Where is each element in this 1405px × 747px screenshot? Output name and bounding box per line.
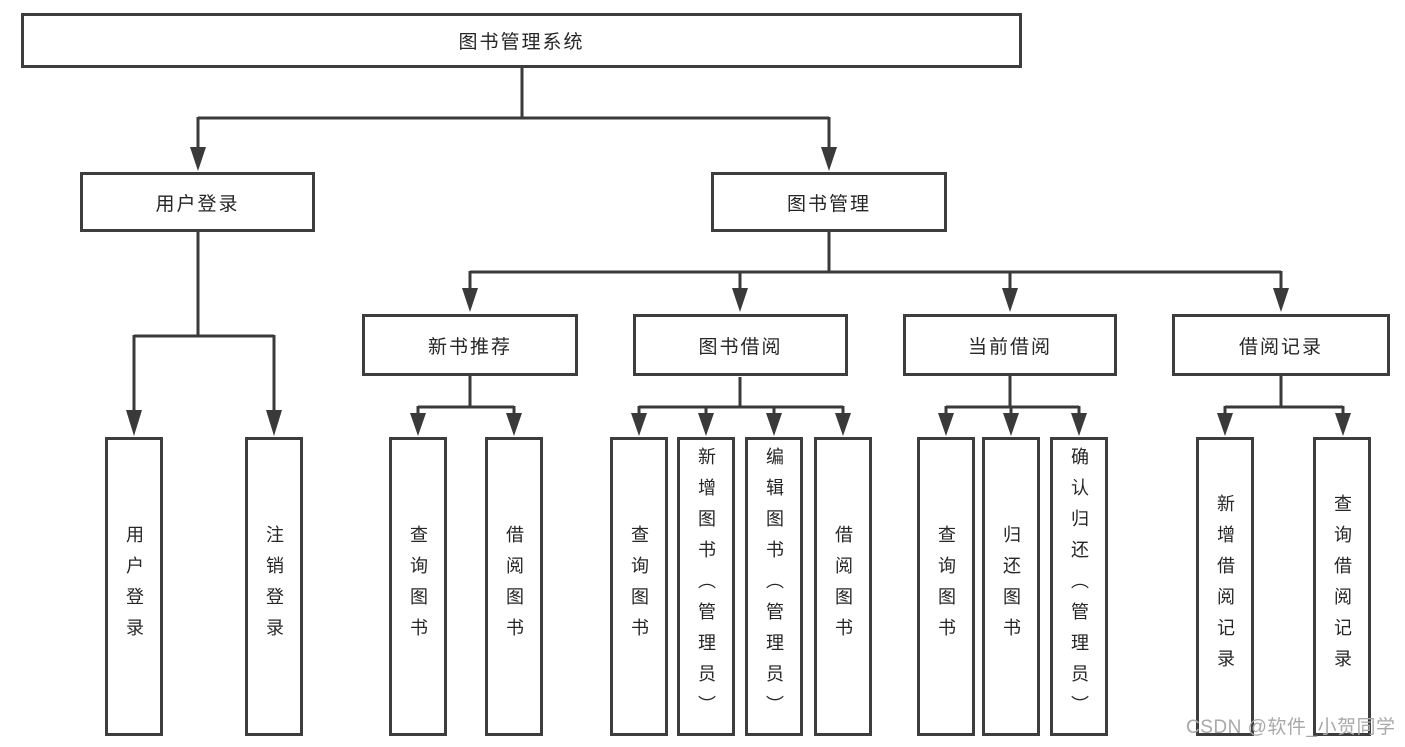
leaf-add-book-admin-label: 新增图书（管理员） <box>696 447 716 726</box>
node-current-borrow: 当前借阅 <box>903 314 1117 376</box>
node-current-borrow-label: 当前借阅 <box>967 336 1052 358</box>
node-root-label: 图书管理系统 <box>458 32 585 53</box>
connector-root-to-level2 <box>190 68 837 171</box>
connector-user-login-branch <box>126 232 282 436</box>
leaf-edit-book-admin: 编辑图书（管理员） <box>745 437 803 736</box>
node-user-login: 用户登录 <box>80 172 315 232</box>
leaf-borrow-books-recommend-label: 借阅图书 <box>504 524 524 649</box>
node-new-book-recommend: 新书推荐 <box>362 314 578 376</box>
node-user-login-label: 用户登录 <box>155 193 240 215</box>
watermark: CSDN @软件_小贺同学 <box>1186 717 1396 738</box>
leaf-query-borrow-record: 查询借阅记录 <box>1313 437 1371 736</box>
node-new-book-recommend-label: 新书推荐 <box>427 336 512 358</box>
leaf-query-books-recommend: 查询图书 <box>389 437 447 736</box>
leaf-add-borrow-record: 新增借阅记录 <box>1196 437 1254 736</box>
leaf-borrow-books: 借阅图书 <box>814 437 872 736</box>
leaf-add-borrow-record-label: 新增借阅记录 <box>1215 493 1235 680</box>
node-book-borrow: 图书借阅 <box>633 314 848 376</box>
leaf-borrow-books-recommend: 借阅图书 <box>485 437 543 736</box>
connector-current-borrow-branch <box>938 376 1087 436</box>
leaf-confirm-return-admin-label: 确认归还（管理员） <box>1069 447 1089 726</box>
leaf-query-books-current: 查询图书 <box>917 437 975 736</box>
leaf-edit-book-admin-label: 编辑图书（管理员） <box>764 447 784 726</box>
node-book-management-label: 图书管理 <box>786 193 871 215</box>
connector-book-borrow-branch <box>631 377 851 436</box>
leaf-user-login-label: 用户登录 <box>124 524 144 649</box>
leaf-confirm-return-admin: 确认归还（管理员） <box>1050 437 1108 736</box>
leaf-query-books-borrow-label: 查询图书 <box>629 524 649 649</box>
leaf-add-book-admin: 新增图书（管理员） <box>677 437 735 736</box>
leaf-logout-label: 注销登录 <box>264 524 284 649</box>
node-borrow-records: 借阅记录 <box>1172 314 1390 376</box>
leaf-return-book-label: 归还图书 <box>1001 524 1021 649</box>
leaf-query-books-borrow: 查询图书 <box>610 437 668 736</box>
leaf-borrow-books-label: 借阅图书 <box>833 524 853 649</box>
node-book-borrow-label: 图书借阅 <box>698 336 783 358</box>
node-root: 图书管理系统 <box>21 13 1022 68</box>
connector-new-book-branch <box>410 376 522 436</box>
connector-book-mgmt-branch <box>462 232 1289 312</box>
leaf-query-borrow-record-label: 查询借阅记录 <box>1332 493 1352 680</box>
node-book-management: 图书管理 <box>711 172 947 232</box>
leaf-user-login: 用户登录 <box>105 437 163 736</box>
leaf-query-books-current-label: 查询图书 <box>936 524 956 649</box>
leaf-query-books-recommend-label: 查询图书 <box>408 524 428 649</box>
node-borrow-records-label: 借阅记录 <box>1238 336 1323 358</box>
leaf-return-book: 归还图书 <box>982 437 1040 736</box>
leaf-logout: 注销登录 <box>245 437 303 736</box>
connector-borrow-records-branch <box>1217 375 1351 436</box>
